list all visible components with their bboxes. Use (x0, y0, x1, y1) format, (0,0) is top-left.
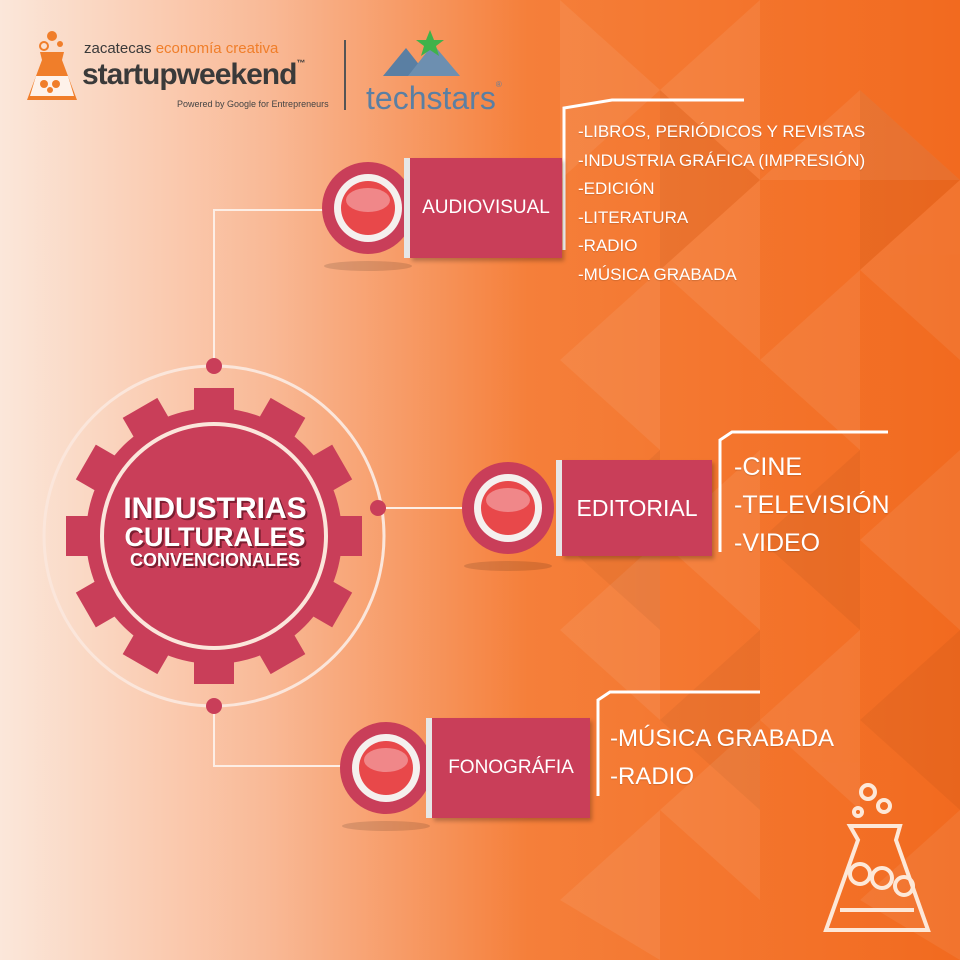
list-item: -LIBROS, PERIÓDICOS Y REVISTAS (578, 122, 866, 141)
list-item: -CINE (734, 453, 803, 481)
list-audiovisual: -LIBROS, PERIÓDICOS Y REVISTAS -INDUSTRI… (578, 118, 865, 289)
brand-tagline: economía creativa (155, 40, 279, 57)
list-item: -RADIO (578, 236, 638, 255)
audiovisual-button-icon (322, 162, 414, 271)
list-fonografia: -MÚSICA GRABADA -RADIO (610, 720, 834, 796)
list-item: -EDICIÓN (578, 179, 655, 198)
brand-powered: Powered by Google for Entrepreneurs (177, 99, 329, 109)
connector-audiovisual (213, 209, 332, 366)
brand-tm: ™ (296, 58, 305, 68)
editorial-button-icon (462, 462, 554, 571)
branch-editorial: EDITORIAL (556, 460, 712, 556)
bracket-audiovisual (562, 98, 744, 250)
list-item: -MÚSICA GRABADA (610, 725, 835, 752)
partner-word: techstars (366, 80, 496, 116)
lab-flask-logo-icon (27, 31, 77, 100)
hub-title: INDUSTRIAS CULTURALES CONVENCIONALES (80, 492, 350, 570)
brand-title: startupweekend™ (82, 58, 305, 92)
partner-reg: ® (495, 80, 502, 89)
flask-mascot-icon (823, 783, 931, 932)
list-editorial: -CINE -TELEVISIÓN -VIDEO (734, 448, 890, 562)
dot-bottom (206, 698, 222, 714)
partner-name: techstars® (366, 80, 502, 117)
connector-fonografia (213, 706, 350, 767)
branch-editorial-label: EDITORIAL (576, 494, 698, 521)
bracket-editorial (718, 430, 888, 552)
branch-fonografia-label: FONOGRÁFIA (448, 757, 574, 778)
list-item: -INDUSTRIA GRÁFICA (IMPRESIÓN) (578, 150, 866, 170)
hub-title-line3: CONVENCIONALES (129, 550, 300, 570)
branch-audiovisual-label: AUDIOVISUAL (422, 197, 550, 218)
brand-event: startupweekend (82, 58, 297, 91)
list-item: -TELEVISIÓN (734, 491, 890, 519)
gear-icon (66, 388, 362, 684)
fonografia-button-icon (340, 722, 432, 831)
list-item: -MÚSICA GRABADA (578, 264, 737, 284)
brand-subtitle: zacatecas economía creativa (84, 40, 278, 57)
dot-top (206, 358, 222, 374)
header-logos: zacatecas economía creativa startupweeke… (22, 28, 502, 116)
hub-title-line1: INDUSTRIAS (123, 492, 307, 525)
techstars-mountain-icon (383, 30, 460, 76)
brand-city: zacatecas (84, 40, 152, 57)
dot-right (370, 500, 386, 516)
hub-title-line2: CULTURALES (124, 522, 306, 552)
branch-audiovisual: AUDIOVISUAL (404, 158, 562, 258)
branch-fonografia: FONOGRÁFIA (426, 718, 590, 818)
logo-divider (344, 40, 346, 110)
list-item: -VIDEO (734, 529, 821, 557)
list-item: -LITERATURA (578, 207, 689, 227)
bracket-fonografia (596, 690, 760, 796)
list-item: -RADIO (610, 763, 694, 790)
